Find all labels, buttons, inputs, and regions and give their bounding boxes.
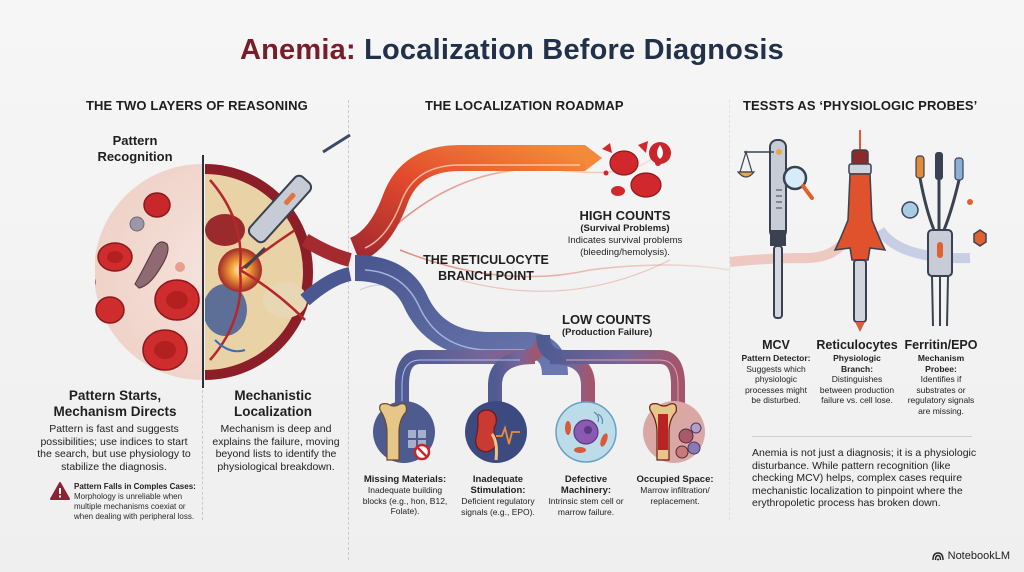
multi-wire-probe-icon — [901, 152, 987, 327]
probe-name: Ferritin/EPO — [904, 338, 978, 352]
cause-body: Marrow infiltration/ replacement. — [640, 485, 710, 506]
reticulocyte-branch-point-label: THE RETICULOCYTE BRANCH POINT — [423, 253, 549, 283]
marrow-infiltration-icon — [643, 401, 705, 463]
section-divider-right — [729, 100, 730, 520]
cause-inadequate-stimulation: Inadequate Stimulation: Deficient regula… — [456, 474, 540, 517]
probe-body: Distinguishes between production failure… — [819, 374, 895, 405]
probe-mcv: MCV Pattern Detector: Suggests which phy… — [740, 338, 812, 406]
low-counts-subtitle: (Production Failure) — [562, 327, 653, 338]
cause-branches — [395, 334, 685, 407]
warning-triangle-icon — [50, 482, 70, 500]
pattern-vs-mechanism-illustration — [95, 133, 352, 388]
cause-title: Occupied Space: — [636, 474, 714, 485]
faint-vessel — [399, 249, 731, 278]
section-heading-probes: TESSTS AS ‘PHYSIOLOGIC PROBES’ — [743, 98, 978, 113]
probes-divider — [752, 436, 972, 437]
cause-occupied-space: Occupied Space: Marrow infiltration/ rep… — [636, 474, 714, 506]
bone-blocked-icon — [373, 401, 435, 463]
col1-body: Pattern is fast and suggests possibiliti… — [37, 423, 191, 473]
cause-body: Inadequate building blocks (e.g., hon, B… — [362, 485, 448, 516]
section-heading-two-layers: THE TWO LAYERS OF REASONING — [86, 98, 308, 113]
scale-magnifier-probe-icon — [736, 139, 814, 319]
high-counts-title: HIGH COUNTS — [579, 208, 671, 223]
col1-title: Pattern Starts, Mechanism Directs — [53, 388, 177, 419]
page-title: Anemia: Localization Before Diagnosis — [0, 34, 1024, 67]
cause-title: Inadequate Stimulation: — [470, 474, 526, 496]
probes-illustration — [729, 130, 987, 332]
probe-reticulocytes: Reticulocytes Physiologic Branch: Distin… — [816, 338, 898, 406]
cause-body: Intrinsic stem cell or marrow failure. — [548, 496, 624, 517]
probe-role: Mechanism Probee: — [917, 353, 965, 374]
cause-title: Defective Machinery: — [560, 474, 612, 496]
blood-smear-half — [95, 164, 202, 380]
col2-body: Mechanism is deep and explains the failu… — [212, 423, 340, 473]
col2-title: Mechanistic Localization — [233, 388, 312, 419]
cause-body: Deficient regulatory signals (e.g., EPO)… — [461, 496, 535, 517]
title-main: Localization Before Diagnosis — [364, 34, 785, 66]
section-divider-left — [348, 100, 349, 560]
faint-vessel — [459, 259, 671, 292]
cause-missing-materials: Missing Materials: Inadequate building b… — [360, 474, 450, 517]
kidney-signal-icon — [465, 401, 527, 463]
section-heading-roadmap: THE LOCALIZATION ROADMAP — [425, 98, 624, 113]
high-counts-block: HIGH COUNTS (Survival Problems) Indicate… — [560, 208, 690, 259]
title-accent: Anemia: — [239, 34, 356, 66]
high-count-arrow-head — [585, 145, 602, 171]
notebooklm-brand: NotebookLM — [931, 550, 1010, 562]
section-divider-middle-col — [202, 385, 203, 520]
probe-name: Reticulocytes — [816, 338, 898, 352]
probe-role: Pattern Detector: — [741, 353, 811, 363]
warning-body: Morphology is unreliable when multiple m… — [74, 492, 195, 521]
high-counts-body: Indicates survival problems (bleeding/he… — [567, 235, 683, 258]
probe-name: MCV — [762, 338, 790, 352]
high-counts-subtitle: (Survival Problems) — [580, 223, 670, 234]
notebooklm-logo-icon — [931, 552, 944, 561]
high-count-path — [349, 145, 585, 263]
probe-role: Physiologic Branch: — [833, 353, 881, 374]
brand-label: NotebookLM — [947, 550, 1010, 562]
low-counts-block: LOW COUNTS (Production Failure) — [562, 313, 682, 339]
hemolysis-cells-icon — [602, 141, 671, 198]
pattern-recognition-label: Pattern Recognition — [97, 133, 173, 164]
summary-text: Anemia is not just a diagnosis; it is a … — [752, 447, 977, 509]
branch-probe-icon — [833, 130, 887, 332]
cause-defective-machinery: Defective Machinery: Intrinsic stem cell… — [548, 474, 624, 517]
stem-cell-icon — [555, 401, 617, 463]
warning-note: Pattern Falls in Comples Cases: Morpholo… — [74, 482, 204, 522]
probe-body: Suggests which physiologic processes mig… — [745, 363, 807, 406]
probe-body: Identifies if substrates or regulatory s… — [907, 374, 975, 416]
low-counts-title: LOW COUNTS — [562, 312, 651, 327]
probe-pen-icon — [243, 133, 351, 270]
probe-ferritin-epo: Ferritin/EPO Mechanism Probee: Identifie… — [902, 338, 980, 416]
cause-title: Missing Materials: — [363, 474, 447, 485]
warning-title: Pattern Falls in Comples Cases: — [74, 482, 196, 491]
